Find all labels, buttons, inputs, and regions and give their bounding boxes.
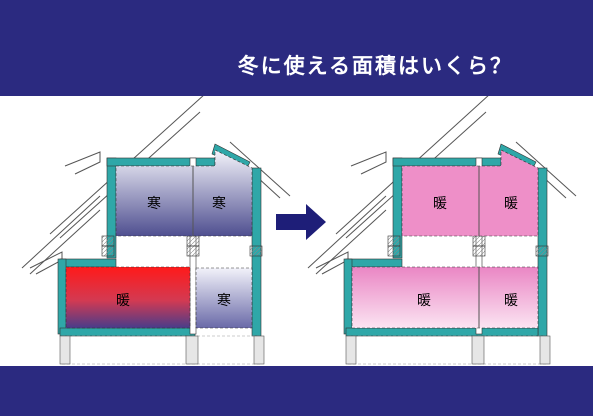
house-after: 暖 暖 暖 暖	[307, 96, 577, 365]
label-upper-left-before: 寒	[147, 195, 161, 212]
label-lower-left-before: 暖	[116, 293, 130, 309]
house-diagram: 寒 寒 暖 寒	[21, 96, 577, 365]
label-lower-right-after: 暖	[504, 293, 518, 309]
room-lower-after	[351, 266, 539, 329]
room-lower-right-before	[195, 267, 253, 329]
label-upper-right-before: 寒	[212, 195, 226, 212]
slide-title: 冬に使える面積はいくら？	[237, 54, 513, 78]
label-lower-left-after: 暖	[417, 293, 431, 309]
label-upper-left-after: 暖	[433, 196, 447, 212]
room-upper-left-after	[401, 149, 539, 237]
label-lower-right-before: 寒	[217, 292, 231, 309]
arrow-right-icon	[276, 204, 326, 240]
room-lower-left-before	[65, 266, 191, 329]
diagram-panel: 寒 寒 暖 寒	[0, 96, 593, 366]
room-upper-left-before	[115, 149, 253, 237]
label-upper-right-after: 暖	[504, 196, 518, 212]
house-before: 寒 寒 暖 寒	[21, 96, 291, 365]
